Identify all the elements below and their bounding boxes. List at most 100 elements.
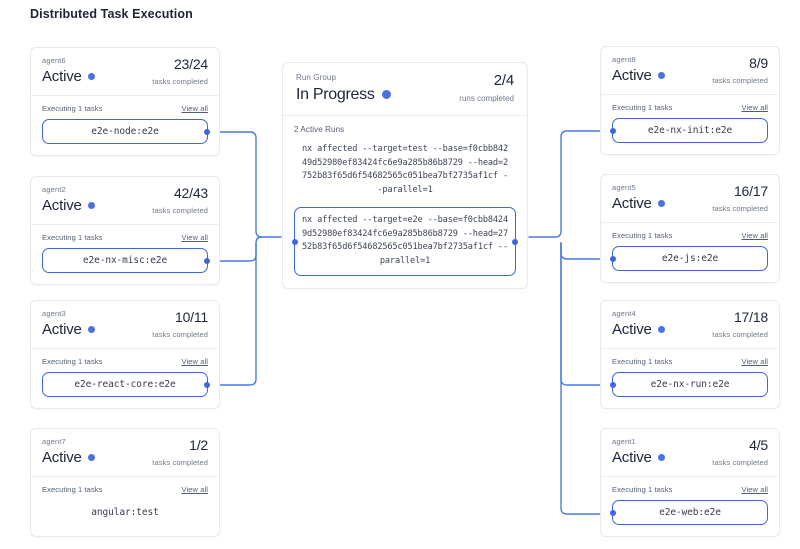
agent-card-agent2[interactable]: agent2 Active 42/43 tasks completed Exec…	[30, 176, 220, 285]
agent-status-label: Active	[42, 68, 82, 85]
run-group-card[interactable]: Run Group In Progress 2/4 runs completed…	[282, 62, 528, 289]
task-chip[interactable]: e2e-js:e2e	[610, 246, 768, 271]
agent-card-body: Executing 1 tasks View all e2e-js:e2e	[601, 223, 779, 282]
executing-row: Executing 1 tasks View all	[612, 485, 768, 494]
task-chip[interactable]: e2e-react-core:e2e	[42, 372, 210, 397]
task-chip-label: angular:test	[91, 507, 159, 518]
agent-name: agent1	[612, 437, 636, 446]
connector-dot-icon	[204, 128, 210, 135]
agent-card-agent6[interactable]: agent6 Active 23/24 tasks completed Exec…	[30, 47, 220, 156]
connector-dot-icon	[610, 381, 616, 388]
agent-card-body: Executing 1 tasks View all e2e-node:e2e	[31, 96, 219, 155]
agent-task-count-label: tasks completed	[712, 458, 768, 467]
agent-card-agent4[interactable]: agent4 Active 17/18 tasks completed Exec…	[600, 300, 780, 409]
view-all-link[interactable]: View all	[181, 104, 208, 113]
executing-label: Executing 1 tasks	[42, 485, 103, 494]
agent-card-header: agent5 Active 16/17 tasks completed	[601, 175, 779, 223]
view-all-link[interactable]: View all	[741, 231, 768, 240]
agent-card-body: Executing 1 tasks View all e2e-nx-init:e…	[601, 95, 779, 154]
agent-task-count-label: tasks completed	[712, 330, 768, 339]
view-all-link[interactable]: View all	[181, 485, 208, 494]
executing-row: Executing 1 tasks View all	[42, 233, 208, 242]
agent-progress: 17/18 tasks completed	[712, 309, 768, 340]
agent-card-agent3[interactable]: agent3 Active 10/11 tasks completed Exec…	[30, 300, 220, 409]
agent-name: agent4	[612, 309, 636, 318]
agent-card-header: agent6 Active 23/24 tasks completed	[31, 48, 219, 96]
connector-dot-icon	[610, 509, 616, 516]
agent-name: agent8	[612, 55, 636, 64]
run-group-header: Run Group In Progress 2/4 runs completed	[283, 63, 527, 116]
run-command-text: nx affected --target=test --base=f0cbb84…	[302, 144, 508, 195]
view-all-link[interactable]: View all	[741, 357, 768, 366]
status-dot-icon	[657, 72, 665, 79]
agent-status: Active	[42, 320, 208, 339]
agent-card-agent1[interactable]: agent1 Active 4/5 tasks completed Execut…	[600, 428, 780, 537]
agent-card-agent5[interactable]: agent5 Active 16/17 tasks completed Exec…	[600, 174, 780, 283]
agent-card-body: Executing 1 tasks View all e2e-web:e2e	[601, 477, 779, 536]
connector-dot-icon	[610, 255, 616, 262]
status-dot-icon	[87, 326, 95, 333]
view-all-link[interactable]: View all	[741, 103, 768, 112]
view-all-link[interactable]: View all	[741, 485, 768, 494]
agent-name: agent6	[42, 56, 66, 65]
agent-status-label: Active	[612, 195, 652, 212]
connector-dot-icon	[512, 238, 518, 245]
executing-label: Executing 1 tasks	[612, 103, 673, 112]
task-chip[interactable]: e2e-nx-run:e2e	[610, 372, 768, 397]
agent-task-count-label: tasks completed	[152, 330, 208, 339]
agent-task-count: 4/5	[749, 437, 768, 453]
agent-task-count: 17/18	[733, 309, 768, 325]
executing-label: Executing 1 tasks	[42, 357, 103, 366]
agent-status-label: Active	[612, 449, 652, 466]
status-dot-icon	[87, 202, 95, 209]
executing-row: Executing 1 tasks View all	[612, 103, 768, 112]
status-dot-icon	[657, 454, 665, 461]
run-command-selected[interactable]: nx affected --target=e2e --base=f0cbb842…	[292, 207, 518, 276]
connector-dot-icon	[610, 127, 616, 134]
executing-row: Executing 1 tasks View all	[612, 357, 768, 366]
run-group-body: 2 Active Runs nx affected --target=test …	[283, 116, 527, 288]
run-group-status: In Progress	[296, 84, 514, 105]
agent-card-agent8[interactable]: agent8 Active 8/9 tasks completed Execut…	[600, 46, 780, 155]
run-group-progress: 2/4 runs completed	[459, 72, 514, 104]
agent-name: agent3	[42, 309, 66, 318]
agent-card-body: Executing 1 tasks View all angular:test	[31, 477, 219, 536]
agent-status-label: Active	[612, 321, 652, 338]
task-chip[interactable]: e2e-nx-misc:e2e	[42, 248, 210, 273]
agent-task-count-label: tasks completed	[152, 206, 208, 215]
task-chip-label: e2e-js:e2e	[661, 253, 719, 264]
agent-status: Active	[612, 448, 768, 467]
task-chip-label: e2e-react-core:e2e	[74, 379, 176, 390]
page-title: Distributed Task Execution	[30, 7, 193, 21]
agent-card-body: Executing 1 tasks View all e2e-nx-run:e2…	[601, 349, 779, 408]
agent-status-label: Active	[612, 67, 652, 84]
agent-status: Active	[612, 194, 768, 213]
agent-card-header: agent2 Active 42/43 tasks completed	[31, 177, 219, 225]
agent-card-header: agent4 Active 17/18 tasks completed	[601, 301, 779, 349]
agent-task-count-label: tasks completed	[152, 458, 208, 467]
view-all-link[interactable]: View all	[181, 233, 208, 242]
task-chip[interactable]: e2e-nx-init:e2e	[610, 118, 768, 143]
executing-row: Executing 1 tasks View all	[42, 485, 208, 494]
executing-row: Executing 1 tasks View all	[42, 357, 208, 366]
task-chip[interactable]: e2e-node:e2e	[42, 119, 210, 144]
status-dot-icon	[87, 454, 95, 461]
task-chip-label: e2e-nx-run:e2e	[650, 379, 730, 390]
agent-card-agent7[interactable]: agent7 Active 1/2 tasks completed Execut…	[30, 428, 220, 537]
view-all-link[interactable]: View all	[181, 357, 208, 366]
executing-label: Executing 1 tasks	[612, 357, 673, 366]
agent-task-count: 23/24	[173, 56, 208, 72]
status-dot-icon	[381, 90, 391, 99]
run-group-count-label: runs completed	[459, 94, 514, 103]
agent-progress: 1/2 tasks completed	[152, 437, 208, 468]
run-command-text: nx affected --target=e2e --base=f0cbb842…	[302, 215, 508, 266]
task-chip-label: e2e-web:e2e	[659, 507, 721, 518]
task-chip[interactable]: e2e-web:e2e	[610, 500, 768, 525]
active-runs-label: 2 Active Runs	[294, 125, 345, 134]
task-chip[interactable]: angular:test	[42, 500, 208, 525]
run-command[interactable]: nx affected --target=test --base=f0cbb84…	[294, 141, 516, 203]
agent-task-count: 42/43	[173, 185, 208, 201]
executing-label: Executing 1 tasks	[612, 231, 673, 240]
task-chip-label: e2e-nx-misc:e2e	[82, 255, 168, 266]
